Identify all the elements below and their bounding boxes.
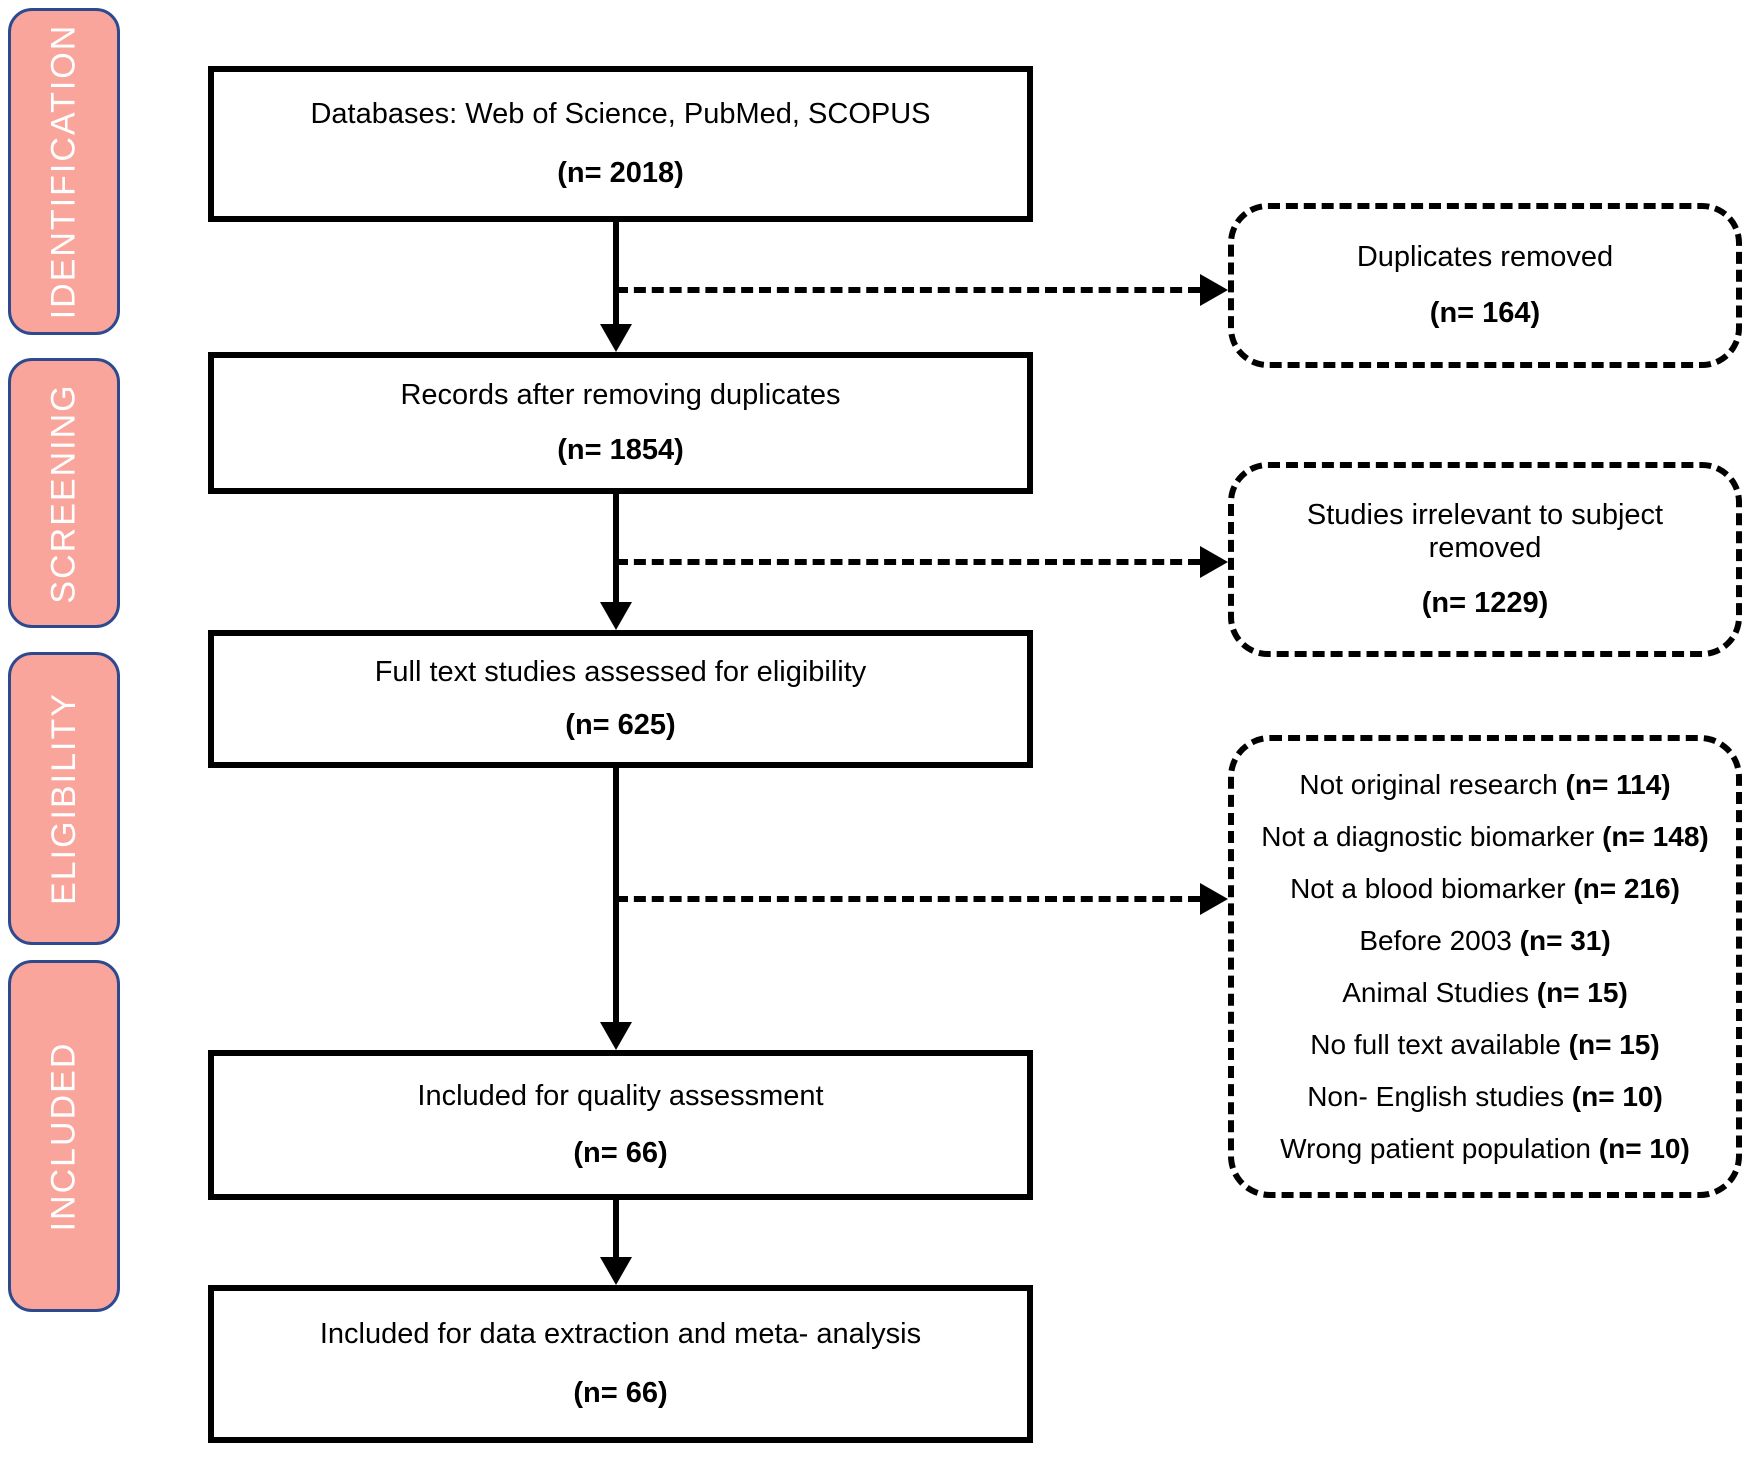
box-databases-title: Databases: Web of Science, PubMed, SCOPU… bbox=[310, 98, 931, 130]
box-databases-count: (n= 2018) bbox=[557, 157, 684, 189]
flow-arrow-4-line bbox=[613, 1200, 619, 1257]
dashed-arrow-2-right-arrowhead-icon bbox=[1200, 546, 1228, 578]
exclusion-item-count: (n= 15) bbox=[1536, 976, 1628, 1008]
exclusion-item: Before 2003 (n= 31) bbox=[1359, 915, 1610, 967]
exclusion-item: Animal Studies (n= 15) bbox=[1342, 967, 1628, 1019]
stage-identification: IDENTIFICATION bbox=[8, 8, 120, 335]
box-after-duplicates-title: Records after removing duplicates bbox=[400, 379, 841, 412]
box-quality-assessment-title: Included for quality assessment bbox=[417, 1080, 824, 1112]
exclusion-item: Not a diagnostic biomarker (n= 148) bbox=[1261, 811, 1708, 863]
flow-arrow-3-down-arrowhead-icon bbox=[600, 1022, 632, 1050]
dashed-arrow-1-right-arrowhead-icon bbox=[1200, 274, 1228, 306]
flow-arrow-2-line bbox=[613, 494, 619, 602]
flow-arrow-3-line bbox=[613, 768, 619, 1022]
box-meta-analysis-count: (n= 66) bbox=[573, 1377, 668, 1410]
exclusion-item-label: Not a diagnostic biomarker bbox=[1261, 820, 1603, 852]
dashed-arrow-3-right-arrowhead-icon bbox=[1200, 883, 1228, 915]
exclusion-item-count: (n= 114) bbox=[1565, 768, 1671, 800]
exclusion-item-label: Wrong patient population bbox=[1280, 1132, 1599, 1164]
sidebox-duplicates-removed-title: Duplicates removed bbox=[1356, 241, 1614, 274]
sidebox-exclusion-reasons: Not original research (n= 114) Not a dia… bbox=[1228, 735, 1742, 1198]
exclusion-item-count: (n= 216) bbox=[1573, 872, 1680, 904]
box-fulltext-assessed: Full text studies assessed for eligibili… bbox=[208, 630, 1033, 768]
exclusion-item-label: Animal Studies bbox=[1342, 976, 1537, 1008]
stage-eligibility: ELIGIBILITY bbox=[8, 652, 120, 945]
box-after-duplicates-count: (n= 1854) bbox=[557, 433, 684, 466]
exclusion-item: Non- English studies (n= 10) bbox=[1307, 1071, 1663, 1123]
box-fulltext-assessed-title: Full text studies assessed for eligibili… bbox=[374, 656, 867, 688]
sidebox-irrelevant-removed: Studies irrelevant to subject removed (n… bbox=[1228, 462, 1742, 657]
stage-eligibility-label: ELIGIBILITY bbox=[44, 692, 83, 905]
exclusion-item-count: (n= 31) bbox=[1519, 924, 1611, 956]
exclusion-item-label: Before 2003 bbox=[1359, 924, 1520, 956]
exclusion-item: Not original research (n= 114) bbox=[1299, 759, 1670, 811]
box-meta-analysis-title: Included for data extraction and meta- a… bbox=[319, 1317, 922, 1350]
sidebox-irrelevant-removed-count: (n= 1229) bbox=[1421, 586, 1549, 619]
exclusion-item-label: Non- English studies bbox=[1307, 1080, 1572, 1112]
exclusion-item-label: Not a blood biomarker bbox=[1290, 872, 1574, 904]
exclusion-item: Wrong patient population (n= 10) bbox=[1280, 1123, 1690, 1175]
stage-screening-label: SCREENING bbox=[44, 382, 83, 604]
exclusion-item-count: (n= 10) bbox=[1571, 1080, 1663, 1112]
dashed-arrow-3-line bbox=[616, 896, 1200, 902]
stage-screening: SCREENING bbox=[8, 358, 120, 628]
exclusion-item-count: (n= 148) bbox=[1602, 820, 1709, 852]
box-meta-analysis: Included for data extraction and meta- a… bbox=[208, 1285, 1033, 1443]
box-databases: Databases: Web of Science, PubMed, SCOPU… bbox=[208, 66, 1033, 222]
exclusion-item-label: Not original research bbox=[1299, 768, 1566, 800]
stage-included: INCLUDED bbox=[8, 960, 120, 1312]
stage-identification-label: IDENTIFICATION bbox=[44, 23, 83, 320]
exclusion-item-count: (n= 10) bbox=[1598, 1132, 1690, 1164]
sidebox-irrelevant-removed-title: Studies irrelevant to subject removed bbox=[1306, 499, 1664, 565]
sidebox-duplicates-removed: Duplicates removed (n= 164) bbox=[1228, 203, 1742, 368]
exclusion-item: No full text available (n= 15) bbox=[1310, 1019, 1659, 1071]
box-quality-assessment-count: (n= 66) bbox=[573, 1137, 668, 1169]
flow-arrow-4-down-arrowhead-icon bbox=[600, 1257, 632, 1285]
flow-arrow-1-line bbox=[613, 222, 619, 324]
box-quality-assessment: Included for quality assessment (n= 66) bbox=[208, 1050, 1033, 1200]
sidebox-duplicates-removed-count: (n= 164) bbox=[1429, 296, 1541, 329]
exclusion-item-label: No full text available bbox=[1310, 1028, 1569, 1060]
flow-arrow-1-down-arrowhead-icon bbox=[600, 324, 632, 352]
box-after-duplicates: Records after removing duplicates (n= 18… bbox=[208, 352, 1033, 494]
exclusion-item: Not a blood biomarker (n= 216) bbox=[1290, 863, 1680, 915]
dashed-arrow-1-line bbox=[616, 287, 1200, 293]
box-fulltext-assessed-count: (n= 625) bbox=[565, 709, 676, 741]
stage-included-label: INCLUDED bbox=[44, 1041, 83, 1231]
flow-arrow-2-down-arrowhead-icon bbox=[600, 602, 632, 630]
dashed-arrow-2-line bbox=[616, 559, 1200, 565]
exclusion-item-count: (n= 15) bbox=[1568, 1028, 1660, 1060]
